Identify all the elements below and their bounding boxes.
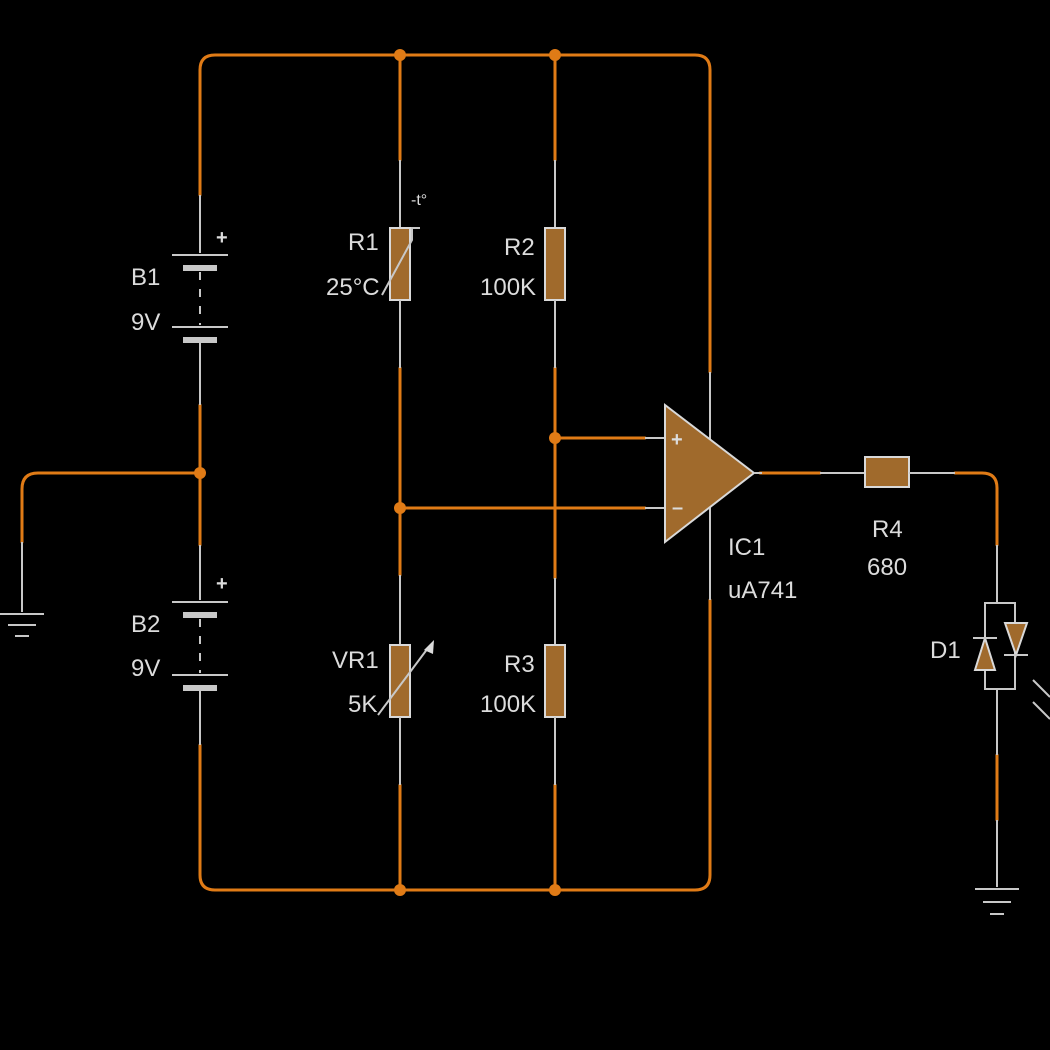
b2-ref-label: B2: [131, 611, 160, 638]
b1-value-label: 9V: [131, 309, 160, 336]
junction-dot: [394, 502, 406, 514]
r4-led-wire: [953, 471, 999, 547]
d1-ref-label: D1: [930, 637, 961, 664]
r1-ref-label: R1: [348, 229, 379, 256]
r2-value-label: 100K: [480, 274, 536, 301]
b2-value-label: 9V: [131, 655, 160, 682]
resistor-r4: R4 680: [820, 456, 955, 581]
b2-polarity: +: [216, 573, 228, 595]
r1-note: -t°: [411, 192, 427, 209]
junction-dot: [394, 49, 406, 61]
junction-dot: [549, 49, 561, 61]
junction-dot: [549, 884, 561, 896]
junction-dot: [194, 467, 206, 479]
r2-ref-label: R2: [504, 234, 535, 261]
opamp-plus-sign: +: [671, 429, 683, 451]
ground-left-wire: [20, 471, 202, 544]
thermistor-r1: -t° R1 25°C: [326, 160, 427, 368]
ground-icon-left: [0, 542, 44, 637]
bottom-rail-wire: [198, 598, 712, 892]
ic1-value-label: uA741: [728, 577, 797, 604]
ic1-ref-label: IC1: [728, 534, 765, 561]
opamp-ic1: + – IC1 uA741: [645, 372, 797, 604]
resistor-r2: R2 100K: [480, 160, 566, 368]
potentiometer-vr1: VR1 5K: [332, 575, 434, 785]
b1-ref-label: B1: [131, 264, 160, 291]
top-rail-wire: [198, 53, 712, 374]
r3-value-label: 100K: [480, 691, 536, 718]
led-d1: D1: [930, 545, 1050, 755]
junctions: [194, 49, 561, 896]
r1-value-label: 25°C: [326, 274, 380, 301]
r3-ref-label: R3: [504, 651, 535, 678]
vr1-ref-label: VR1: [332, 647, 379, 674]
r4-ref-label: R4: [872, 516, 903, 543]
junction-dot: [549, 432, 561, 444]
battery-b2: + B2 9V: [131, 545, 228, 745]
ground-icon-right: [975, 820, 1019, 915]
b1-polarity: +: [216, 227, 228, 249]
battery-b1: + B1 9V: [131, 195, 228, 405]
wires: [20, 53, 999, 892]
opamp-minus-sign: –: [672, 497, 683, 519]
junction-dot: [394, 884, 406, 896]
r4-value-label: 680: [867, 554, 907, 581]
resistor-r3: R3 100K: [480, 578, 566, 785]
vr1-value-label: 5K: [348, 691, 377, 718]
